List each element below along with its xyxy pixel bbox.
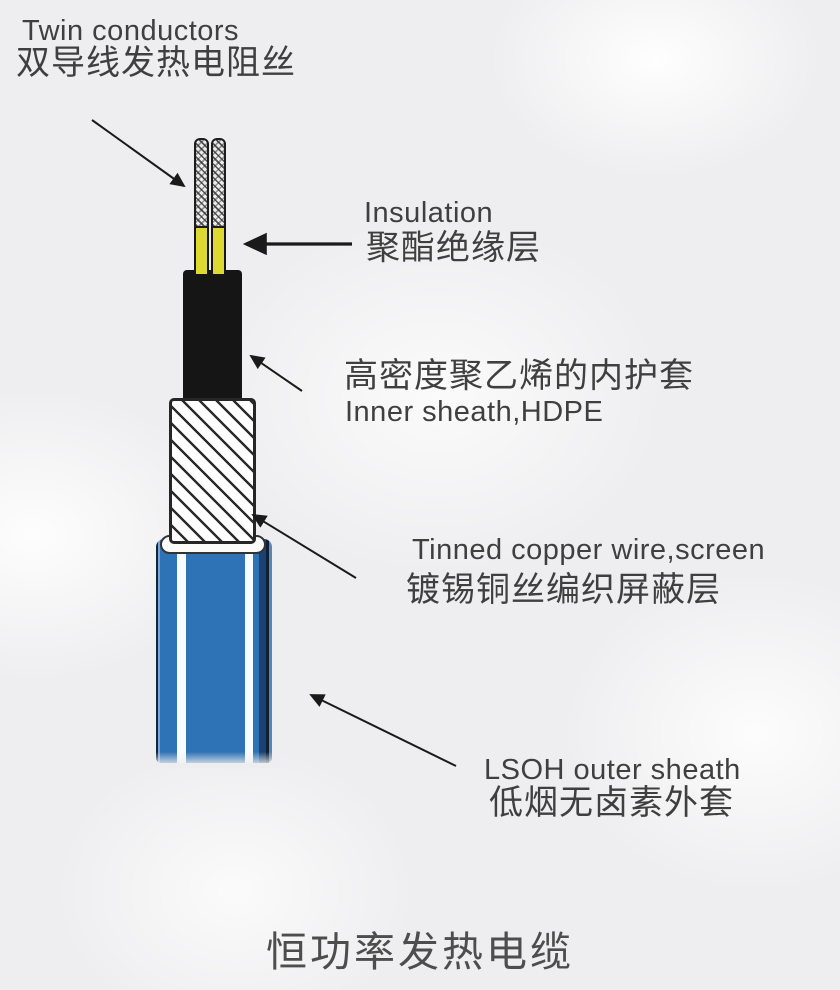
outer-sheath-bottom-fade [150, 752, 280, 768]
copper-screen-layer [169, 398, 256, 544]
insulation-label-en: Insulation [364, 197, 494, 229]
inner-sheath-label-zh: 高密度聚乙烯的内护套 [344, 357, 694, 395]
insulation-left [194, 224, 209, 276]
twin-conductors-label-en: Twin conductors [22, 15, 240, 47]
insulation-label-zh: 聚酯绝缘层 [366, 229, 541, 267]
screen-label-en: Tinned copper wire,screen [412, 534, 766, 566]
outer-sheath-layer [156, 539, 272, 763]
diagram-title: 恒功率发热电缆 [266, 929, 574, 975]
screen-label-zh: 镀锡铜丝编织屏蔽层 [406, 571, 721, 609]
inner-sheath-label-en: Inner sheath,HDPE [345, 396, 604, 428]
inner-sheath-layer [183, 270, 242, 402]
conductor-right [211, 138, 226, 228]
insulation-right [211, 224, 226, 276]
twin-conductors-label-zh: 双导线发热电阻丝 [16, 44, 296, 82]
outer-sheath-label-en: LSOH outer sheath [484, 754, 741, 786]
conductor-left [194, 138, 209, 228]
outer-sheath-label-zh: 低烟无卤素外套 [489, 784, 734, 822]
